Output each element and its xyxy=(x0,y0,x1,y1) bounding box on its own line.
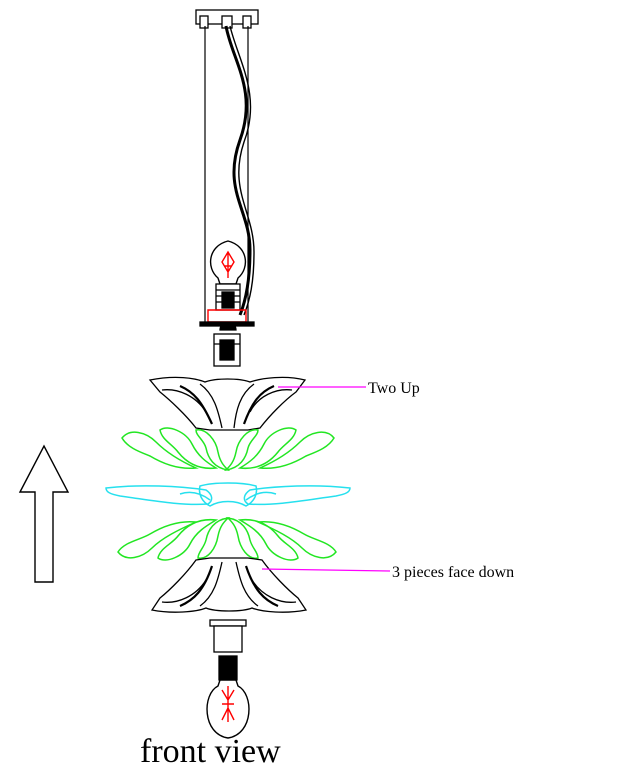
upper-filament xyxy=(221,250,235,278)
socket-piece xyxy=(213,321,241,367)
top-callout: Two Up xyxy=(278,380,420,397)
power-cord xyxy=(224,25,252,316)
green-leaves-upper xyxy=(121,427,335,472)
lower-bulb xyxy=(206,655,250,739)
diagram-caption: front view xyxy=(140,733,281,770)
top-shade xyxy=(148,376,307,431)
bottom-callout-label: 3 pieces face down xyxy=(392,564,514,581)
top-callout-label: Two Up xyxy=(368,380,420,397)
bottom-callout-line xyxy=(261,568,391,572)
upper-socket xyxy=(215,283,241,311)
assembly-arrow xyxy=(18,444,70,583)
cyan-leaves xyxy=(105,482,351,507)
upper-bulb xyxy=(209,240,247,285)
bottom-shade xyxy=(150,557,308,613)
ceiling-canopy xyxy=(195,9,259,29)
green-leaves-lower xyxy=(117,516,337,561)
bottom-callout: 3 pieces face down xyxy=(261,564,514,581)
lower-socket-cup xyxy=(209,619,247,653)
lower-filament xyxy=(221,686,235,722)
